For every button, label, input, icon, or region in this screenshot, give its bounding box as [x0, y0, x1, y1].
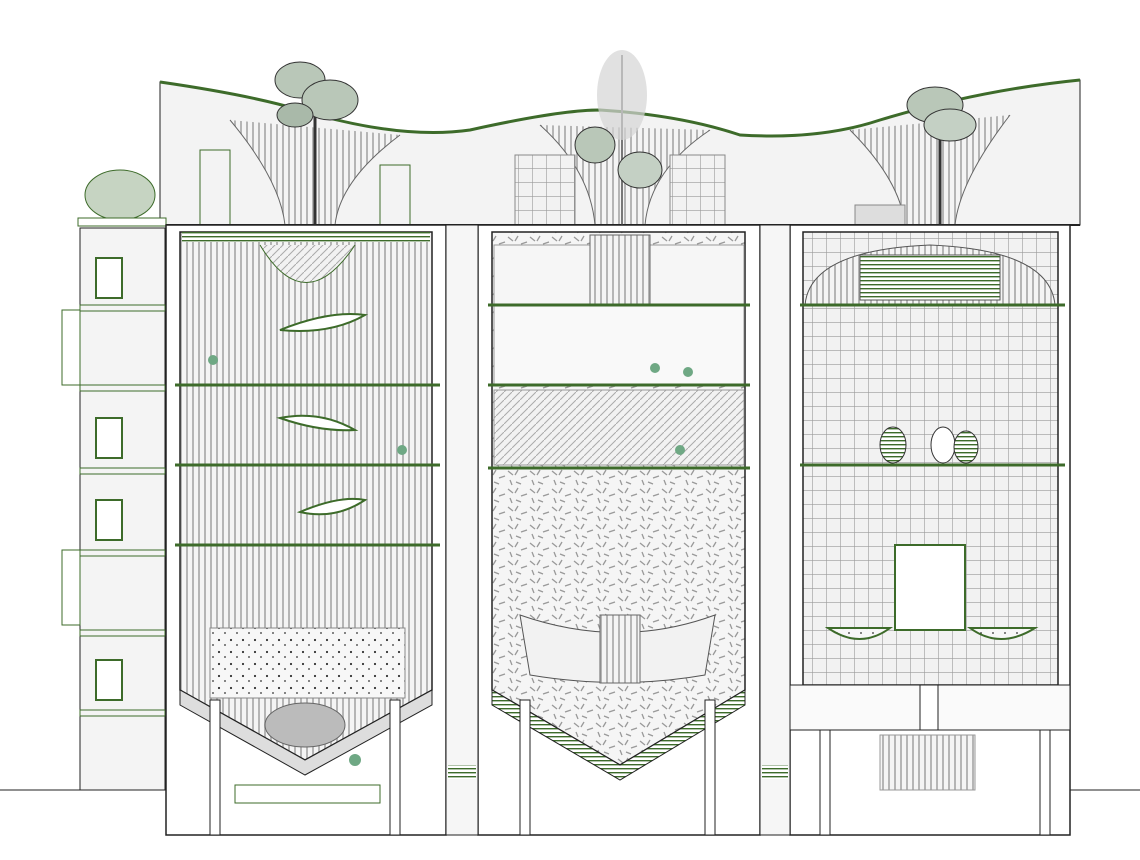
tree-right [906, 86, 977, 225]
gap-wall-1 [445, 224, 479, 836]
tower-floor-slab [79, 709, 166, 717]
silo-left-hopper [179, 689, 433, 776]
left-tower [61, 227, 166, 791]
silo-right [789, 224, 1071, 836]
tower-floor-slab [79, 629, 166, 637]
tower-floor-slab [79, 384, 166, 392]
figure-person [349, 754, 361, 766]
tower-floor-slab [79, 467, 166, 475]
figure-person [650, 363, 660, 373]
figure-person [675, 445, 685, 455]
figure-person [683, 367, 693, 377]
plant-left-terrace [77, 169, 167, 227]
silo-middle [477, 224, 761, 836]
silo-left [165, 224, 447, 836]
tower-door [95, 257, 123, 299]
figure-person [397, 445, 407, 455]
tower-floor-slab [79, 304, 166, 312]
tower-door [95, 499, 123, 541]
tower-door [95, 417, 123, 459]
tree-left [274, 61, 359, 225]
vases [879, 426, 979, 464]
figure-person [208, 355, 218, 365]
tower-door [95, 659, 123, 701]
gap-wall-2 [759, 224, 791, 836]
tree-middle [574, 50, 663, 225]
